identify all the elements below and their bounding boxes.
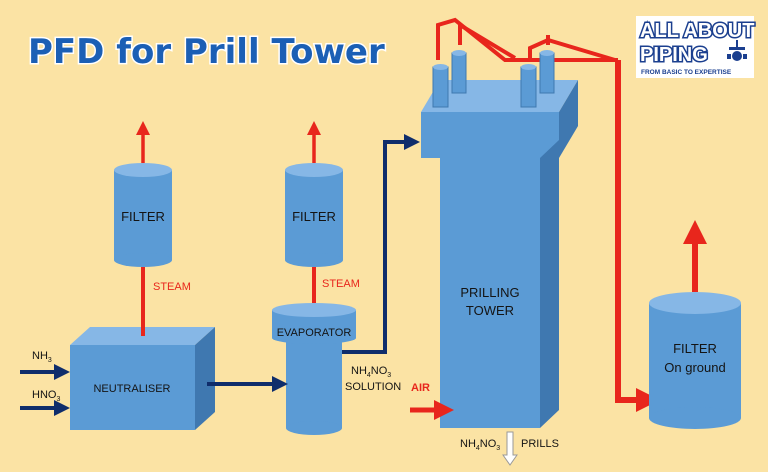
neutraliser: NEUTRALISER (70, 327, 215, 430)
valve-icon (727, 40, 747, 61)
filter-2: FILTER (285, 163, 343, 267)
tower-label-line2: TOWER (466, 303, 514, 318)
filter-1: FILTER (114, 163, 172, 267)
filter3-label-line2: On ground (664, 360, 725, 375)
solution-label: SOLUTION (345, 381, 401, 393)
prills-label: PRILLS (521, 438, 559, 450)
nh4no3-solution-formula: NH4NO3 (351, 365, 391, 379)
steam1-label: STEAM (153, 281, 191, 293)
prilling-tower: PRILLING TOWER (421, 50, 578, 428)
air-label: AIR (411, 382, 430, 394)
filter-on-ground: FILTER On ground (649, 292, 741, 429)
hno3-label: HNO3 (32, 389, 60, 403)
filter2-label: FILTER (292, 209, 336, 224)
prills-outlet-arrow (502, 431, 518, 466)
logo-line2: PIPING (640, 44, 708, 66)
filter1-label: FILTER (121, 209, 165, 224)
evaporator: EVAPORATOR (272, 303, 356, 435)
tower-label-line1: PRILLING (460, 285, 519, 300)
steam2-label: STEAM (322, 278, 360, 290)
all-about-piping-logo: ALL ABOUT PIPING FROM BASIC TO EXPERTISE (636, 16, 756, 78)
prills-formula: NH4NO3 (460, 438, 500, 452)
exhaust-to-filter-line (615, 60, 660, 412)
evaporator-label: EVAPORATOR (277, 327, 352, 339)
solution-to-tower-line (342, 134, 420, 354)
filter3-label-line1: FILTER (673, 341, 717, 356)
nh3-label: NH3 (32, 350, 52, 364)
neutraliser-label: NEUTRALISER (93, 383, 170, 395)
page-title: PFD for Prill Tower (28, 32, 385, 72)
logo-line3: FROM BASIC TO EXPERTISE (641, 69, 732, 76)
logo-line1: ALL ABOUT (640, 20, 754, 42)
